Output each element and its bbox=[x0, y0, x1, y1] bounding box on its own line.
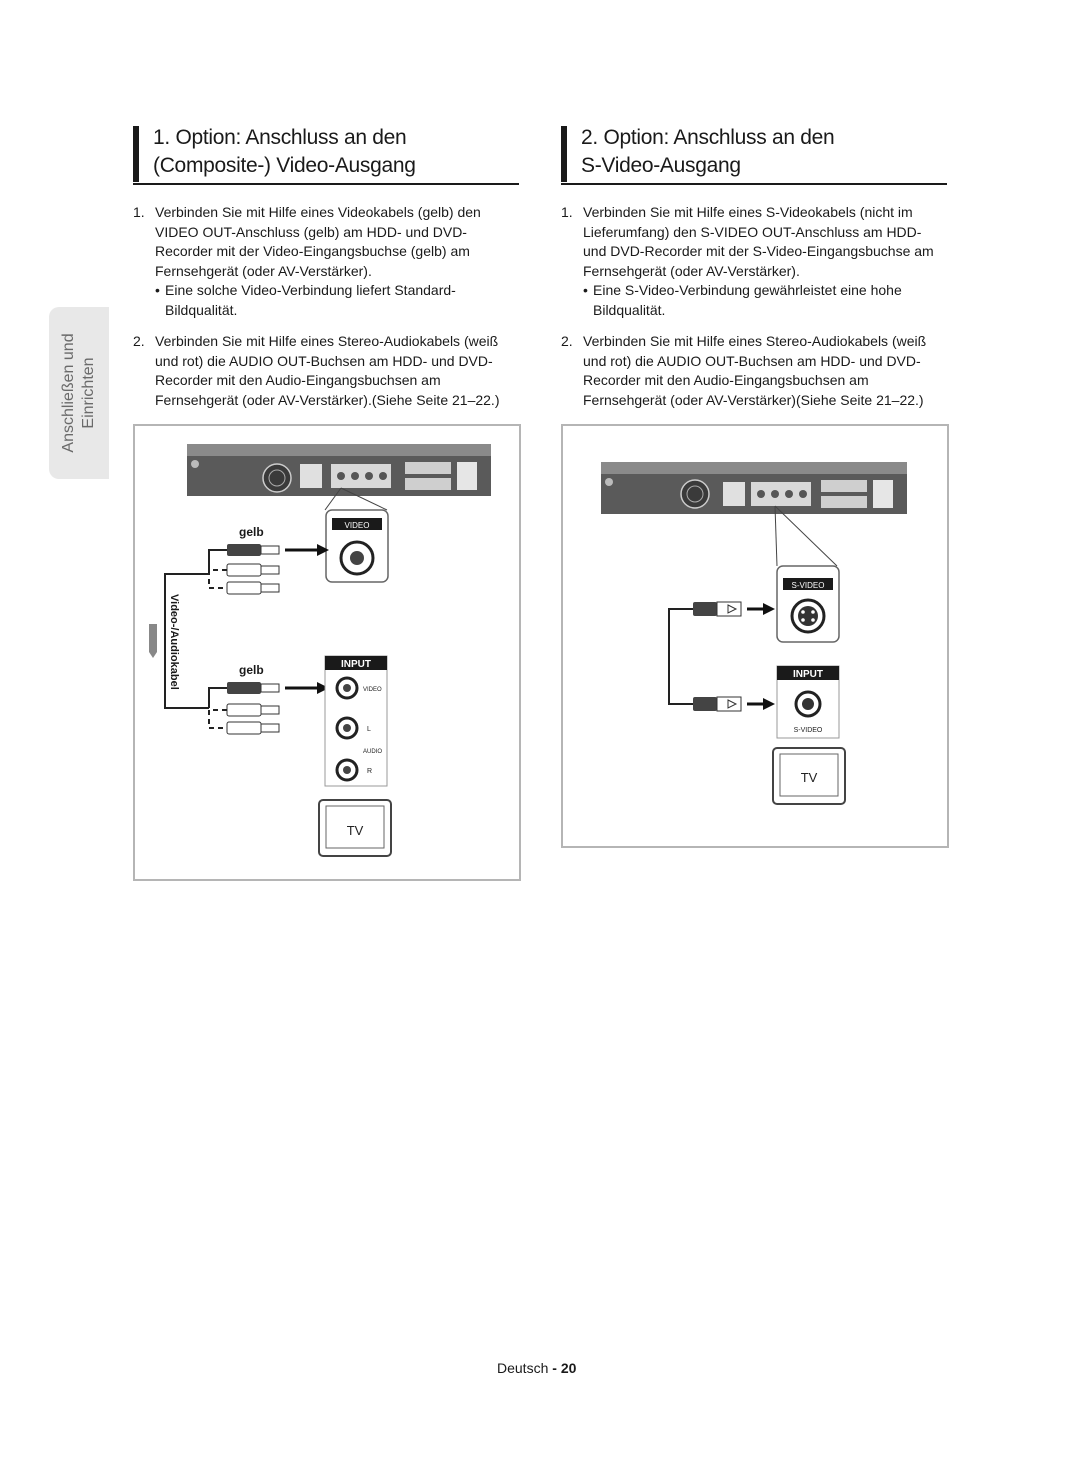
tv-icon: TV bbox=[772, 747, 846, 805]
recorder-back-panel bbox=[187, 444, 491, 511]
heading-line1: 2. Option: Anschluss an den bbox=[581, 126, 835, 149]
tv-icon: TV bbox=[318, 799, 392, 857]
step-number: 2. bbox=[133, 333, 145, 349]
input-audio-label: AUDIO bbox=[363, 749, 382, 755]
step-item: 2. Verbinden Sie mit Hilfe eines Stereo-… bbox=[133, 332, 519, 410]
s-video-diagram-svg: S-VIDEO INPUT bbox=[601, 462, 907, 805]
heading-bar bbox=[561, 126, 567, 182]
input-svideo-label: S-VIDEO bbox=[794, 727, 823, 734]
section-heading: 1. Option: Anschluss an den (Composite-)… bbox=[133, 124, 519, 185]
chapter-label-line1: Anschließen und bbox=[60, 333, 77, 453]
step-item: 1. Verbinden Sie mit Hilfe eines S-Video… bbox=[561, 203, 947, 320]
step-line: Recorder mit den Audio-Eingangsbuchsen a… bbox=[155, 372, 441, 388]
tv-input-panel: INPUT S-VIDEO bbox=[776, 665, 840, 739]
note-line: Bildqualität. bbox=[593, 301, 666, 318]
step-number: 2. bbox=[561, 333, 573, 349]
step-text: Verbinden Sie mit Hilfe eines Stereo-Aud… bbox=[155, 332, 519, 410]
recorder-back-panel bbox=[601, 462, 907, 567]
input-label: INPUT bbox=[793, 669, 823, 680]
step-note: • Eine solche Video-Verbindung liefert S… bbox=[155, 281, 519, 320]
s-video-out-jack-closeup: S-VIDEO bbox=[776, 565, 840, 643]
cable-plugs-upper: gelb bbox=[208, 525, 329, 595]
video-out-jack-closeup: VIDEO bbox=[325, 509, 389, 583]
step-text: Verbinden Sie mit Hilfe eines Stereo-Aud… bbox=[583, 332, 947, 410]
heading-line1: 1. Option: Anschluss an den bbox=[153, 126, 407, 149]
step-item: 2. Verbinden Sie mit Hilfe eines Stereo-… bbox=[561, 332, 947, 410]
composite-connection-diagram: VIDEO gelb Video-/Audiokabel gelb bbox=[133, 424, 521, 881]
step-line: und rot) die AUDIO OUT-Buchsen am HDD- u… bbox=[155, 352, 493, 369]
tv-label: TV bbox=[801, 770, 818, 785]
tv-label: TV bbox=[347, 823, 364, 838]
cable-vertical: Video-/Audiokabel bbox=[149, 573, 209, 709]
s-video-cable bbox=[668, 608, 693, 705]
page-footer: Deutsch - 20 bbox=[497, 1360, 576, 1376]
input-label: INPUT bbox=[341, 659, 371, 670]
cable-plugs-lower: gelb bbox=[208, 663, 329, 735]
heading-line2: (Composite-) Video-Ausgang bbox=[153, 154, 416, 177]
step-line: Fernsehgerät (oder AV-Verstärker). bbox=[155, 262, 372, 279]
step-line: Verbinden Sie mit Hilfe eines S-Videokab… bbox=[583, 204, 913, 220]
input-video-label: VIDEO bbox=[363, 687, 382, 693]
section-s-video: 2. Option: Anschluss an den S-Video-Ausg… bbox=[561, 124, 947, 410]
step-line: und rot) die AUDIO OUT-Buchsen am HDD- u… bbox=[583, 352, 921, 369]
chapter-side-label: Anschließen und Einrichten bbox=[49, 307, 109, 479]
step-line: Verbinden Sie mit Hilfe eines Stereo-Aud… bbox=[155, 333, 499, 349]
step-list: 1. Verbinden Sie mit Hilfe eines Videoka… bbox=[133, 203, 519, 410]
step-number: 1. bbox=[133, 204, 145, 220]
s-video-connection-diagram: S-VIDEO INPUT bbox=[561, 424, 949, 848]
step-item: 1. Verbinden Sie mit Hilfe eines Videoka… bbox=[133, 203, 519, 320]
tv-input-panel: INPUT VIDEO L AUDIO R bbox=[324, 655, 388, 787]
step-line: VIDEO OUT-Anschluss (gelb) am HDD- und D… bbox=[155, 223, 467, 240]
section-composite-video: 1. Option: Anschluss an den (Composite-)… bbox=[133, 124, 519, 410]
step-note: • Eine S-Video-Verbindung gewährleistet … bbox=[583, 281, 947, 320]
section-heading: 2. Option: Anschluss an den S-Video-Ausg… bbox=[561, 124, 947, 185]
step-line: und DVD-Recorder mit der S-Video-Eingang… bbox=[583, 243, 934, 259]
cable-color-label: gelb bbox=[239, 663, 264, 677]
footer-separator: - bbox=[548, 1360, 561, 1376]
s-video-plug-upper bbox=[693, 601, 775, 617]
step-line: Verbinden Sie mit Hilfe eines Videokabel… bbox=[155, 204, 481, 220]
step-line: Fernsehgerät (oder AV-Verstärker).(Siehe… bbox=[155, 391, 500, 408]
step-line: Fernsehgerät (oder AV-Verstärker)(Siehe … bbox=[583, 391, 924, 408]
step-line: Lieferumfang) den S-VIDEO OUT-Anschluss … bbox=[583, 223, 922, 240]
chapter-side-tab: Anschließen und Einrichten bbox=[49, 307, 109, 479]
bullet-dot: • bbox=[583, 282, 588, 298]
input-r-label: R bbox=[367, 768, 372, 775]
step-text: Verbinden Sie mit Hilfe eines Videokabel… bbox=[155, 203, 519, 281]
page-number: 20 bbox=[560, 1360, 577, 1376]
cable-color-label: gelb bbox=[239, 525, 264, 539]
step-line: Verbinden Sie mit Hilfe eines Stereo-Aud… bbox=[583, 333, 927, 349]
step-number: 1. bbox=[561, 204, 573, 220]
step-list: 1. Verbinden Sie mit Hilfe eines S-Video… bbox=[561, 203, 947, 410]
s-video-plug-lower bbox=[693, 696, 775, 712]
note-line: Eine S-Video-Verbindung gewährleistet ei… bbox=[593, 282, 902, 298]
jack-label: S-VIDEO bbox=[792, 581, 825, 590]
input-l-label: L bbox=[367, 726, 371, 733]
step-line: Recorder mit den Audio-Eingangsbuchsen a… bbox=[583, 372, 869, 388]
chapter-label-line2: Einrichten bbox=[80, 357, 97, 429]
heading-line2: S-Video-Ausgang bbox=[581, 154, 741, 177]
step-line: Fernsehgerät (oder AV-Verstärker). bbox=[583, 262, 800, 279]
cable-label: Video-/Audiokabel bbox=[168, 594, 180, 690]
jack-label: VIDEO bbox=[345, 521, 370, 530]
bullet-dot: • bbox=[155, 282, 160, 298]
note-line: Bildqualität. bbox=[165, 301, 238, 318]
step-text: Verbinden Sie mit Hilfe eines S-Videokab… bbox=[583, 203, 947, 281]
note-line: Eine solche Video-Verbindung liefert Sta… bbox=[165, 282, 456, 298]
footer-language: Deutsch bbox=[497, 1360, 549, 1376]
step-line: Recorder mit der Video-Eingangsbuchse (g… bbox=[155, 243, 470, 259]
composite-diagram-svg: VIDEO gelb Video-/Audiokabel gelb bbox=[149, 444, 491, 857]
heading-bar bbox=[133, 126, 139, 182]
